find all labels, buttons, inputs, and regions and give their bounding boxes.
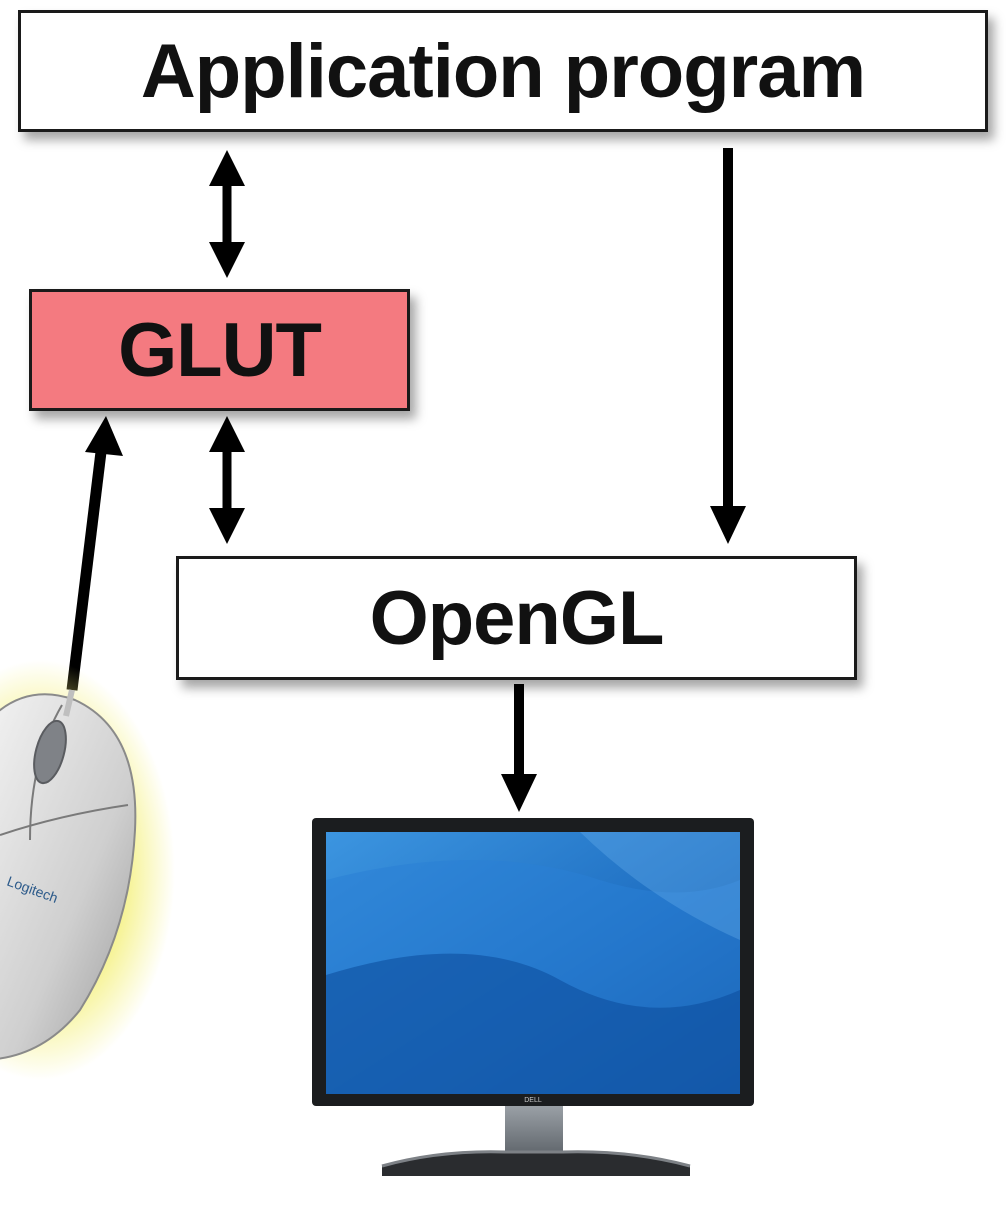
opengl-label: OpenGL <box>369 575 665 661</box>
opengl-box: OpenGL <box>176 556 857 680</box>
arrow-app-opengl <box>710 148 746 544</box>
arrow-app-glut <box>209 150 245 278</box>
application-program-box: Application program <box>18 10 988 132</box>
glut-box: GLUT <box>29 289 410 411</box>
application-program-label: Application program <box>140 28 866 114</box>
mouse-icon: Logitech <box>0 660 175 1080</box>
monitor-brand-text: DELL <box>524 1097 542 1104</box>
glut-label: GLUT <box>118 307 322 393</box>
monitor-icon: DELL <box>312 818 754 1176</box>
arrow-opengl-monitor <box>501 684 537 812</box>
arrow-glut-opengl <box>209 416 245 544</box>
arrow-mouse-glut <box>66 416 123 691</box>
